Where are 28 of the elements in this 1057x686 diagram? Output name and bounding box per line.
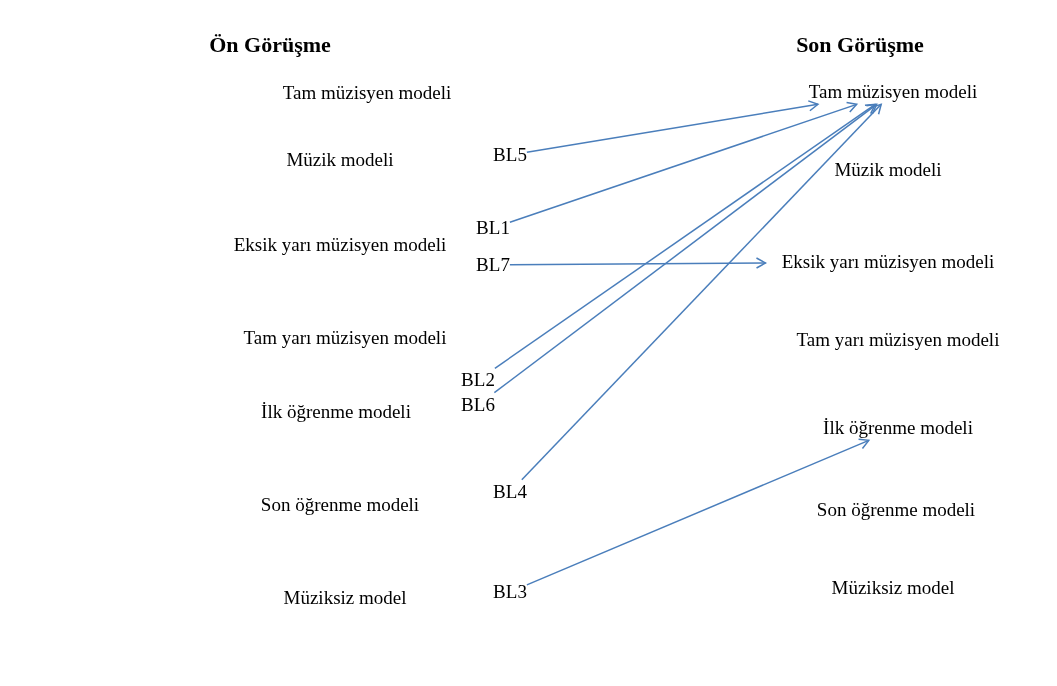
code-label: BL1 xyxy=(476,215,510,241)
code-label: BL5 xyxy=(493,142,527,168)
arrow xyxy=(526,100,819,153)
model-name: Müziksiz model xyxy=(831,575,955,601)
model-name: Eksik yarı müzisyen modeli xyxy=(765,249,1011,275)
arrow xyxy=(509,101,858,223)
arrow xyxy=(521,103,882,481)
model-name: Eksik yarı müzisyen modeli xyxy=(222,232,458,258)
code-label: BL7 xyxy=(476,252,510,278)
arrow xyxy=(526,438,870,586)
code-label: BL6 xyxy=(461,392,495,418)
model-name: Tam yarı müzisyen modeli xyxy=(243,325,447,351)
code-label: BL4 xyxy=(493,479,527,505)
column-heading: Ön Görüşme xyxy=(209,32,331,58)
code-label: BL3 xyxy=(493,579,527,605)
model-name: İlk öğrenme modeli xyxy=(823,415,973,441)
model-name: Tam müzisyen modeli xyxy=(282,80,452,106)
arrow xyxy=(509,257,767,269)
model-name: Müzik modeli xyxy=(286,147,394,173)
model-name: Son öğrenme modeli xyxy=(260,492,420,518)
column-heading: Son Görüşme xyxy=(796,32,924,58)
code-label: BL2 xyxy=(461,367,495,393)
model-name: Tam müzisyen modeli xyxy=(808,79,978,105)
model-name: Son öğrenme modeli xyxy=(816,497,976,523)
model-name: İlk öğrenme modeli xyxy=(261,399,411,425)
model-name: Müzik modeli xyxy=(834,157,942,183)
model-name: Müziksiz model xyxy=(283,585,407,611)
model-name: Tam yarı müzisyen modeli xyxy=(796,327,1000,353)
